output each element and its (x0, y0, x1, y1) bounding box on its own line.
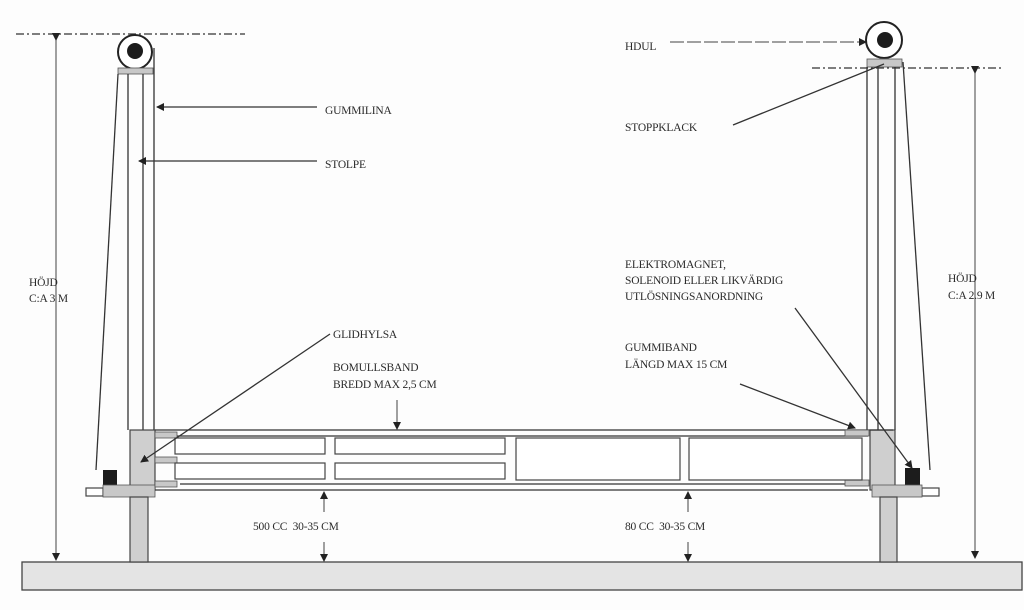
label-clearance-left: 500 CC 30-35 CM (253, 521, 339, 533)
rubber-band-segment (154, 480, 178, 488)
label-height-right-2: C:A 2.9 M (948, 290, 995, 302)
wheel-hub-icon (127, 43, 143, 59)
label-height-left-1: HÖJD (29, 275, 58, 289)
gate-panel (688, 437, 863, 481)
label-stoppklack: STOPPKLACK (625, 122, 698, 134)
label-gummilina: GUMMILINA (325, 105, 392, 117)
label-clearance-right: 80 CC 30-35 CM (625, 521, 705, 533)
label-elektromagnet-3: UTLÖSNINGSANORDNING (625, 289, 763, 303)
gate-panel (174, 437, 326, 455)
gummiband-leader (739, 383, 856, 430)
gate-panel (515, 437, 681, 481)
label-glidhylsa: GLIDHYLSA (333, 329, 398, 341)
label-bomullsband-2: BREDD MAX 2,5 CM (333, 379, 437, 391)
gate-panel (174, 462, 326, 480)
label-stolpe: STOLPE (325, 159, 366, 171)
rubber-band-segment (844, 479, 870, 487)
label-elektromagnet-1: ELEKTROMAGNET, (625, 259, 726, 271)
label-elektromagnet-2: SOLENOID ELLER LIKVÄRDIG (625, 273, 783, 287)
label-hjul: HDUL (625, 41, 656, 53)
ground-slab (21, 561, 1023, 591)
wheel-hub-icon (877, 32, 893, 48)
elektromagnet-leader (794, 307, 913, 469)
rubber-band-segment (154, 456, 178, 464)
stoppklack-leader (732, 63, 885, 126)
glidhylsa-leader (140, 333, 331, 463)
label-gummiband-2: LÄNGD MAX 15 CM (625, 357, 727, 371)
label-height-right-1: HÖJD (948, 271, 977, 285)
rubber-band-segment (844, 429, 870, 437)
right-electromagnet-block (905, 468, 920, 488)
gate-panel (334, 462, 506, 480)
rubber-band-segment (154, 431, 178, 439)
label-gummiband-1: GUMMIBAND (625, 342, 697, 354)
right-post (865, 21, 940, 563)
gate-frame (154, 429, 893, 491)
label-bomullsband-1: BOMULLSBAND (333, 362, 418, 374)
gate-panel (334, 437, 506, 455)
label-height-left-2: C:A 3 M (29, 293, 68, 305)
left-post (85, 34, 156, 563)
